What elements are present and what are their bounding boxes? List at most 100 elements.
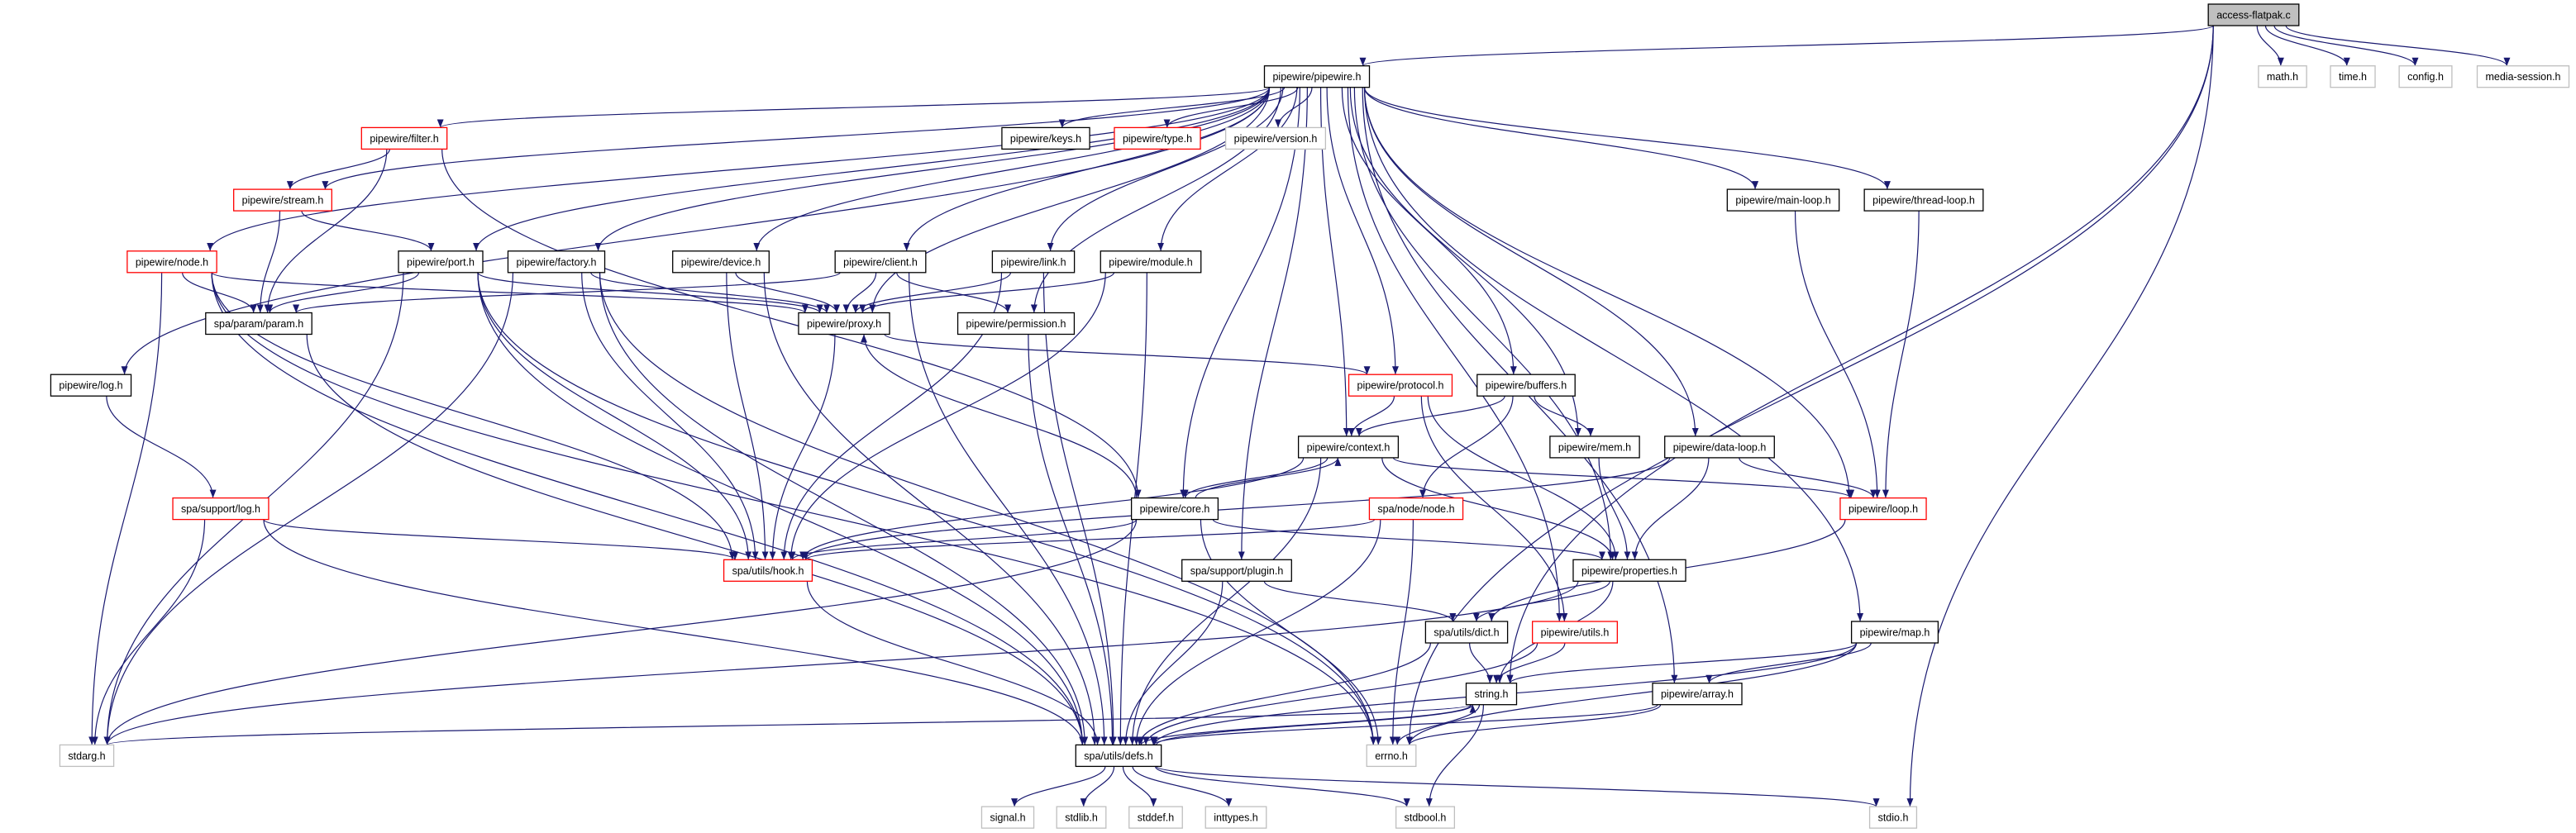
node-array[interactable]: pipewire/array.h xyxy=(1652,683,1743,706)
edge-port-to-hook xyxy=(477,272,752,560)
node-supportlog[interactable]: spa/support/log.h xyxy=(172,497,270,521)
edge-string-to-errno xyxy=(1394,704,1481,745)
node-module[interactable]: pipewire/module.h xyxy=(1100,250,1202,274)
node-port[interactable]: pipewire/port.h xyxy=(398,250,484,274)
edge-threadloop-to-loop xyxy=(1882,211,1920,498)
node-factory[interactable]: pipewire/factory.h xyxy=(507,250,606,274)
node-log[interactable]: pipewire/log.h xyxy=(50,374,132,397)
node-context[interactable]: pipewire/context.h xyxy=(1297,436,1400,459)
node-label: pipewire/mem.h xyxy=(1558,441,1631,453)
node-label: access-flatpak.c xyxy=(2216,10,2291,21)
node-param[interactable]: spa/param/param.h xyxy=(205,312,312,336)
node-access[interactable]: access-flatpak.c xyxy=(2207,3,2300,26)
edge-pipewire-to-client xyxy=(903,87,1271,251)
node-math[interactable]: math.h xyxy=(2258,65,2307,88)
node-inttypes[interactable]: inttypes.h xyxy=(1205,806,1267,829)
node-defs[interactable]: spa/utils/defs.h xyxy=(1075,744,1162,768)
node-config[interactable]: config.h xyxy=(2398,65,2453,88)
edge-pipewire-to-stream xyxy=(322,87,1271,190)
edge-access-to-string xyxy=(1506,25,2214,683)
edge-properties-to-stdarg xyxy=(103,581,1579,745)
edge-core-to-errno xyxy=(1200,519,1382,745)
node-dict[interactable]: spa/utils/dict.h xyxy=(1424,621,1509,644)
edge-access-to-pipewire xyxy=(1359,25,2214,67)
node-filter[interactable]: pipewire/filter.h xyxy=(360,126,448,150)
edge-port-to-proxy xyxy=(477,272,823,314)
edge-spanode-to-defs xyxy=(1133,519,1381,745)
node-label: inttypes.h xyxy=(1214,812,1258,824)
node-keys[interactable]: pipewire/keys.h xyxy=(1001,126,1090,150)
node-loop[interactable]: pipewire/loop.h xyxy=(1839,497,1927,521)
node-pipewire[interactable]: pipewire/pipewire.h xyxy=(1263,65,1371,88)
edge-factory-to-stdarg xyxy=(103,272,514,745)
node-type[interactable]: pipewire/type.h xyxy=(1114,126,1201,150)
node-link[interactable]: pipewire/link.h xyxy=(991,250,1076,274)
node-label: stdarg.h xyxy=(68,750,105,762)
edge-client-to-proxy xyxy=(842,272,877,313)
node-dataloop[interactable]: pipewire/data-loop.h xyxy=(1664,436,1775,459)
edge-pipewire-to-map xyxy=(1363,87,1864,622)
node-signal[interactable]: signal.h xyxy=(980,806,1035,829)
node-label: pipewire/stream.h xyxy=(242,195,324,207)
node-utils[interactable]: pipewire/utils.h xyxy=(1532,621,1618,644)
edge-access-to-stdio xyxy=(1906,25,2214,807)
node-stdbool[interactable]: stdbool.h xyxy=(1395,806,1456,829)
node-stream[interactable]: pipewire/stream.h xyxy=(233,188,332,212)
node-label: pipewire/core.h xyxy=(1140,503,1210,515)
node-node[interactable]: pipewire/node.h xyxy=(126,250,217,274)
node-proxy[interactable]: pipewire/proxy.h xyxy=(798,312,890,336)
node-box xyxy=(2398,65,2453,88)
edge-pipewire-to-loop xyxy=(1363,87,1853,498)
node-stdlib[interactable]: stdlib.h xyxy=(1056,806,1107,829)
node-threadloop[interactable]: pipewire/thread-loop.h xyxy=(1863,188,1984,212)
node-map[interactable]: pipewire/map.h xyxy=(1850,621,1939,644)
edge-map-to-string xyxy=(1506,642,1858,684)
node-mem[interactable]: pipewire/mem.h xyxy=(1549,436,1640,459)
edge-pipewire-to-filter xyxy=(437,87,1271,128)
edge-pipewire-to-threadloop xyxy=(1363,87,1891,190)
node-permission[interactable]: pipewire/permission.h xyxy=(956,312,1076,336)
node-protocol[interactable]: pipewire/protocol.h xyxy=(1348,374,1453,397)
node-device[interactable]: pipewire/device.h xyxy=(672,250,770,274)
node-client[interactable]: pipewire/client.h xyxy=(834,250,927,274)
node-box xyxy=(50,374,132,397)
node-label: pipewire/pipewire.h xyxy=(1272,71,1361,83)
node-hook[interactable]: spa/utils/hook.h xyxy=(723,559,813,582)
node-label: pipewire/filter.h xyxy=(370,133,438,145)
edge-spanode-to-errno xyxy=(1389,519,1414,745)
node-media[interactable]: media-session.h xyxy=(2476,65,2570,88)
node-box xyxy=(991,250,1076,274)
node-label: stdlib.h xyxy=(1065,812,1098,824)
edge-filter-to-core xyxy=(441,149,1142,498)
node-box xyxy=(1224,126,1327,150)
node-box xyxy=(1056,806,1107,829)
node-box xyxy=(1368,497,1464,521)
edge-dataloop-to-properties xyxy=(1631,457,1710,560)
node-mainloop[interactable]: pipewire/main-loop.h xyxy=(1726,188,1840,212)
node-version[interactable]: pipewire/version.h xyxy=(1224,126,1327,150)
node-properties[interactable]: pipewire/properties.h xyxy=(1572,559,1686,582)
node-string[interactable]: string.h xyxy=(1465,683,1518,706)
node-time[interactable]: time.h xyxy=(2330,65,2376,88)
node-stddef[interactable]: stddef.h xyxy=(1128,806,1183,829)
node-box xyxy=(1128,806,1183,829)
node-label: spa/utils/defs.h xyxy=(1084,750,1152,762)
node-label: spa/param/param.h xyxy=(214,318,303,330)
edge-buffers-to-mem xyxy=(1534,396,1594,437)
node-core[interactable]: pipewire/core.h xyxy=(1130,497,1219,521)
node-stdarg[interactable]: stdarg.h xyxy=(59,744,115,768)
edge-pipewire-to-mainloop xyxy=(1363,87,1759,190)
edge-protocol-to-context xyxy=(1348,396,1395,436)
node-errno[interactable]: errno.h xyxy=(1366,744,1417,768)
edge-proxy-to-hook xyxy=(769,334,836,560)
edge-string-to-stdarg xyxy=(104,704,1472,745)
node-stdio[interactable]: stdio.h xyxy=(1868,806,1918,829)
node-box xyxy=(2258,65,2307,88)
node-label: pipewire/main-loop.h xyxy=(1735,195,1830,207)
node-buffers[interactable]: pipewire/buffers.h xyxy=(1476,374,1576,397)
node-spanode[interactable]: spa/node/node.h xyxy=(1368,497,1464,521)
node-plugin[interactable]: spa/support/plugin.h xyxy=(1181,559,1292,582)
node-box xyxy=(723,559,813,582)
node-box xyxy=(834,250,927,274)
edge-defs-to-stdio xyxy=(1156,765,1880,807)
